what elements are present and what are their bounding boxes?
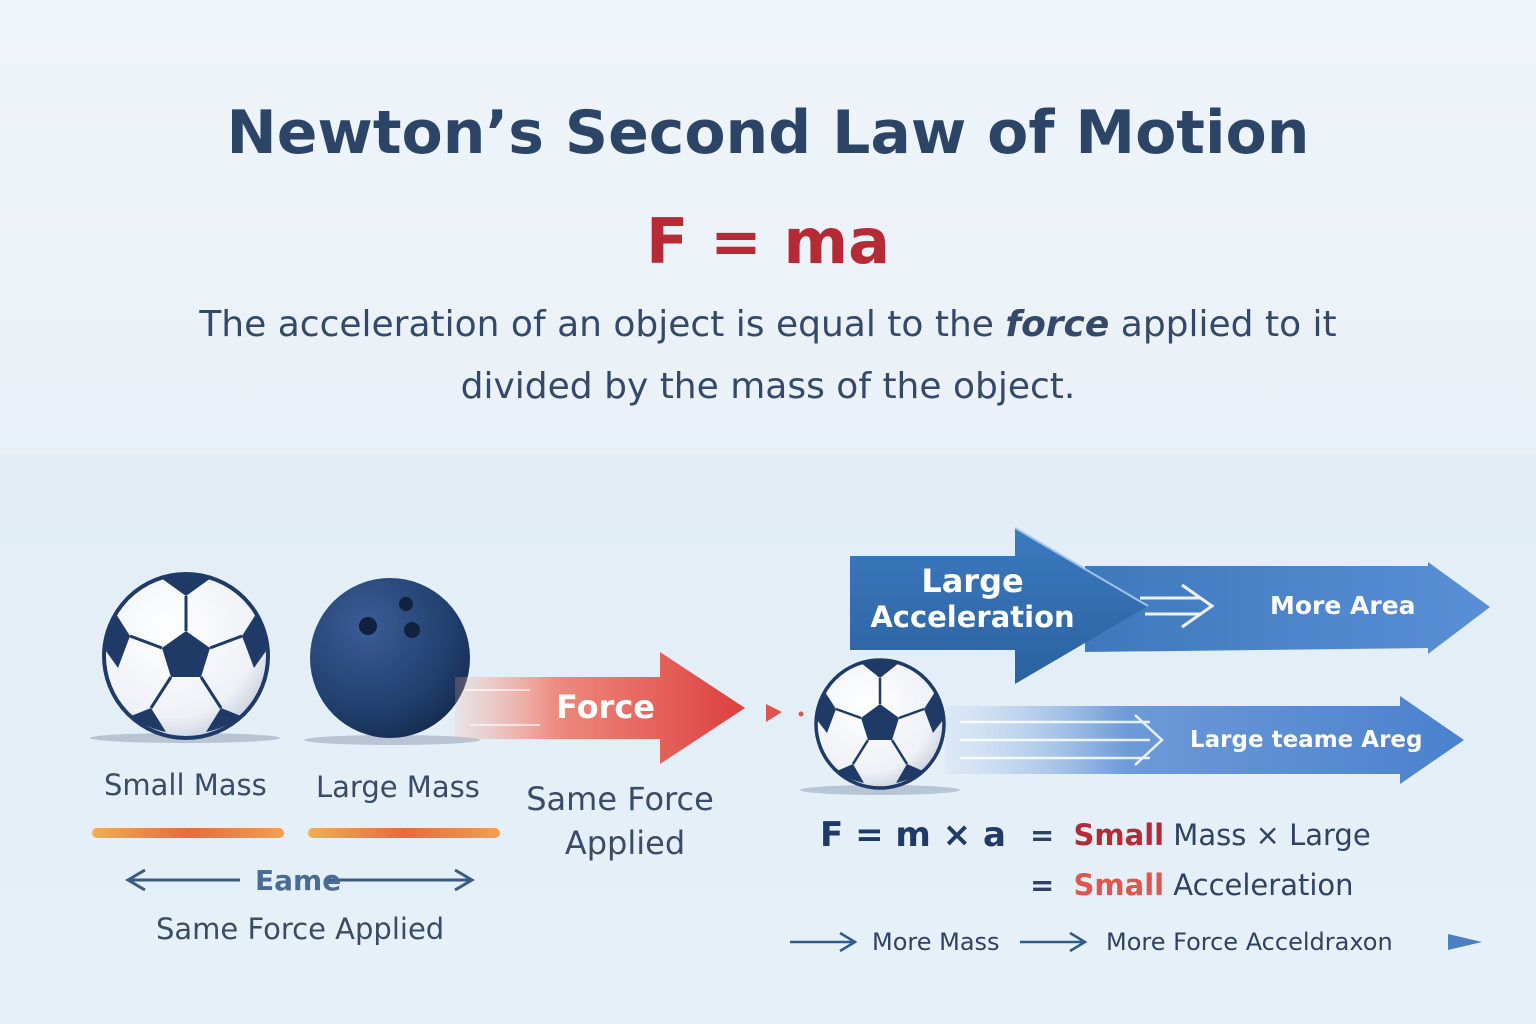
equals-sign: = bbox=[1030, 818, 1055, 852]
more-area-arrow bbox=[1085, 562, 1490, 654]
description-line-2: divided by the mass of the object. bbox=[460, 366, 1076, 407]
more-area-label: More Area bbox=[1270, 591, 1416, 620]
ball-shadow bbox=[304, 735, 480, 745]
large-mass-label: Large Mass bbox=[316, 770, 480, 804]
page-title: Newton’s Second Law of Motion bbox=[226, 98, 1310, 168]
description: The acceleration of an object is equal t… bbox=[0, 294, 1536, 418]
more-force-label: More Force Acceldraxon bbox=[1106, 928, 1393, 956]
double-arrow-left bbox=[125, 868, 240, 892]
double-arrow-right bbox=[325, 868, 475, 892]
force-caption-line-2: Applied bbox=[564, 824, 686, 862]
force-caption-line-1: Same Force bbox=[526, 780, 714, 818]
more-mass-label: More Mass bbox=[872, 928, 1000, 956]
footer-arrow-1 bbox=[790, 931, 858, 953]
force-arrow bbox=[455, 652, 804, 764]
times-sign: × bbox=[1255, 818, 1280, 852]
equation-line-1: = Small Mass × Large bbox=[1030, 818, 1371, 852]
small-mass-bar bbox=[92, 828, 284, 838]
equation-line-2: = Small Acceleration bbox=[1030, 868, 1354, 902]
same-label: Eame bbox=[255, 864, 342, 897]
main-formula: F = ma bbox=[646, 205, 890, 278]
soccer-ball-accelerating-icon bbox=[814, 658, 946, 790]
force-arrow-label: Force bbox=[556, 688, 655, 726]
bowling-ball-icon bbox=[310, 578, 470, 738]
equals-sign: = bbox=[1030, 868, 1055, 902]
ball-shadow bbox=[800, 785, 960, 795]
small-mass-label: Small Mass bbox=[104, 768, 267, 802]
mass-word: Mass bbox=[1164, 818, 1247, 852]
small-highlight: Small bbox=[1073, 868, 1165, 902]
same-force-caption: Same Force Applied bbox=[156, 912, 445, 946]
fma-equation: F = m × a bbox=[820, 815, 1006, 855]
description-part-2: applied to it bbox=[1109, 304, 1337, 345]
large-acceleration-line-1: Large bbox=[921, 562, 1024, 600]
large-teame-area-label: Large teame Areg bbox=[1190, 727, 1423, 753]
footer-arrow-2 bbox=[1020, 931, 1088, 953]
description-emphasis: force bbox=[1005, 304, 1110, 345]
large-mass-bar bbox=[308, 828, 500, 838]
soccer-ball-icon bbox=[102, 572, 270, 740]
large-acceleration-arrow bbox=[850, 527, 1215, 684]
large-word: Large bbox=[1289, 818, 1371, 852]
description-part-1: The acceleration of an object is equal t… bbox=[199, 304, 1006, 345]
small-highlight: Small bbox=[1073, 818, 1165, 852]
acceleration-word: Acceleration bbox=[1164, 868, 1354, 902]
large-area-arrow bbox=[945, 696, 1464, 784]
footer-arrowhead bbox=[1448, 934, 1482, 950]
large-acceleration-line-2: Acceleration bbox=[870, 600, 1075, 634]
